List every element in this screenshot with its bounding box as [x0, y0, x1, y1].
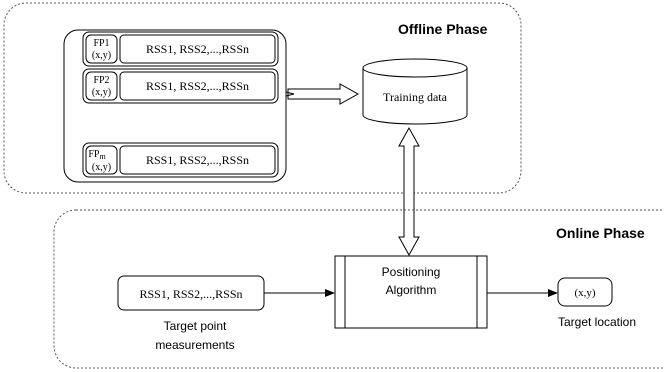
- fingerprint-coords: (x,y): [92, 87, 111, 98]
- fingerprint-id-box: [85, 71, 118, 101]
- target-location-caption: Target location: [558, 315, 636, 329]
- fingerprint-id-box: [85, 34, 118, 64]
- target-location-box: [557, 277, 613, 307]
- algorithm-label-line1: Positioning: [382, 265, 441, 279]
- target-measurement-caption-line1: Target point: [164, 319, 227, 333]
- offline-phase-title: Offline Phase: [398, 21, 488, 37]
- fingerprint-id: FP1: [93, 38, 109, 49]
- fingerprint-coords: (x,y): [92, 50, 111, 61]
- database-label: Training data: [383, 90, 448, 104]
- fingerprint-row-2: FP2 (x,y) RSS1, RSS2,...,RSSn: [82, 68, 279, 104]
- target-location-coords: (x,y): [574, 287, 595, 299]
- target-measurement-rss: RSS1, RSS2,...,RSSn: [139, 287, 242, 301]
- fingerprint-rss-box: [119, 71, 276, 101]
- fingerprint-rss: RSS1, RSS2,...,RSSn: [146, 42, 249, 56]
- fingerprint-rss: RSS1, RSS2,...,RSSn: [146, 153, 249, 167]
- training-data-database: Training data: [362, 58, 468, 125]
- offline-phase-region: [3, 2, 522, 194]
- fingerprint-rss-box: [119, 34, 276, 64]
- fingerprint-id: FP2: [93, 75, 109, 86]
- fingerprint-group: [63, 29, 287, 183]
- fingerprint-rss-box: [119, 145, 276, 175]
- fingerprint-row-1: FP1 (x,y) RSS1, RSS2,...,RSSn: [82, 31, 279, 67]
- database-algorithm-arrow: [398, 126, 420, 257]
- algorithm-label-line2: Algorithm: [386, 283, 437, 297]
- fingerprint-id: FPm: [88, 149, 106, 161]
- positioning-algorithm-box: Positioning Algorithm: [334, 255, 488, 329]
- target-measurement-caption-line2: measurements: [155, 338, 234, 352]
- fingerprint-rss: RSS1, RSS2,...,RSSn: [146, 79, 249, 93]
- fingerprint-row-m: FPm (x,y) RSS1, RSS2,...,RSSn: [82, 142, 279, 178]
- online-phase-region: [53, 209, 664, 369]
- fingerprints-to-database-arrow: [285, 83, 360, 105]
- fingerprint-coords: (x,y): [92, 162, 111, 173]
- fingerprint-id-box: [85, 145, 118, 175]
- online-phase-title: Online Phase: [556, 225, 645, 241]
